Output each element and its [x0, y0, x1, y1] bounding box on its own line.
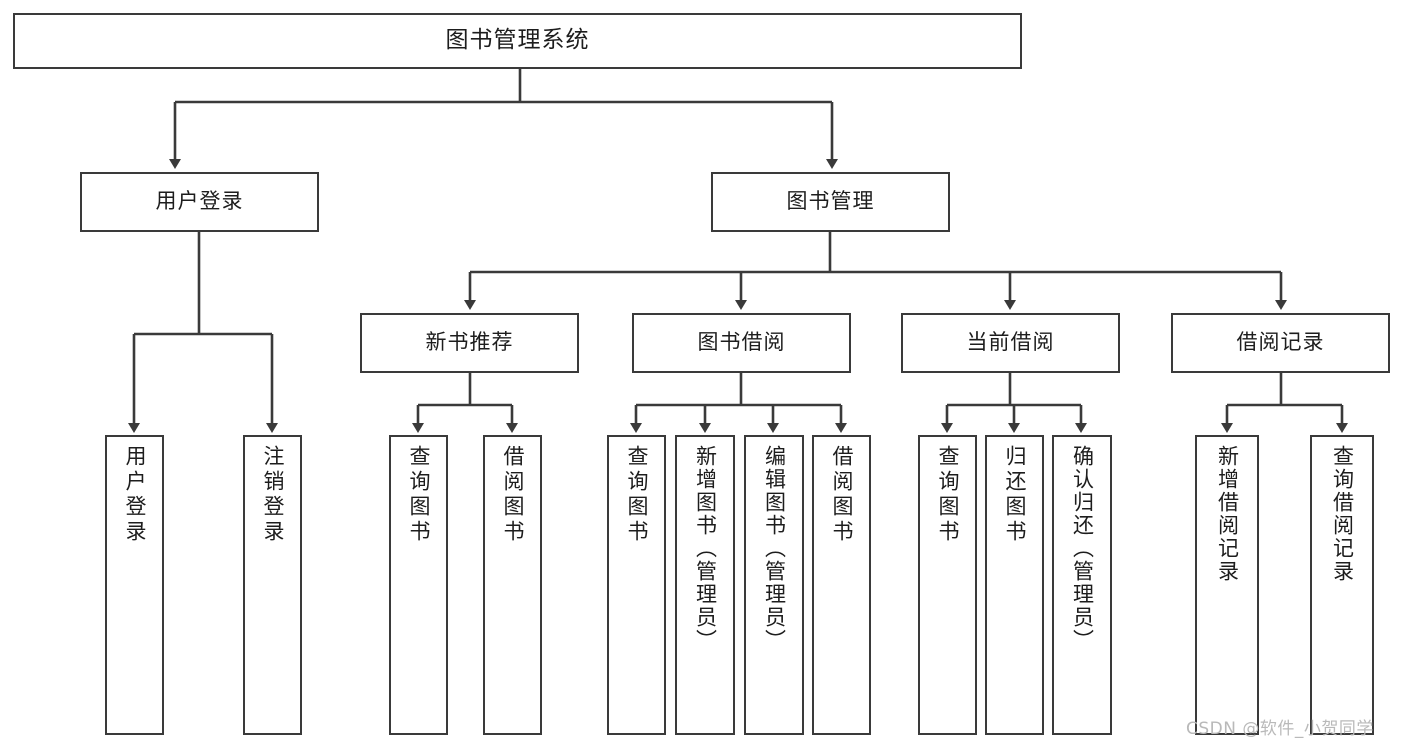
- leaf-newbooks-query-book[interactable]: 查询图书: [389, 435, 448, 735]
- node-label: 查询图书: [625, 445, 649, 545]
- node-label: 新增图书（管理员）: [693, 445, 718, 652]
- node-label: 新增借阅记录: [1215, 445, 1240, 583]
- leaf-login-user-login[interactable]: 用户登录: [105, 435, 164, 735]
- leaf-current-query-book[interactable]: 查询图书: [918, 435, 977, 735]
- node-current-borrowing[interactable]: 当前借阅: [901, 313, 1120, 373]
- node-label: 借阅记录: [1236, 330, 1325, 355]
- leaf-borrow-edit-book-admin[interactable]: 编辑图书（管理员）: [744, 435, 804, 735]
- node-label: 查询图书: [936, 445, 960, 545]
- node-label: 图书借阅: [697, 330, 786, 355]
- node-label: 借阅图书: [501, 445, 525, 545]
- leaf-borrow-borrow-book[interactable]: 借阅图书: [812, 435, 871, 735]
- leaf-current-confirm-return-admin[interactable]: 确认归还（管理员）: [1052, 435, 1112, 735]
- leaf-records-query-record[interactable]: 查询借阅记录: [1310, 435, 1374, 735]
- node-label: 图书管理系统: [445, 27, 590, 54]
- node-label: 查询图书: [407, 445, 431, 545]
- node-label: 确认归还（管理员）: [1070, 445, 1095, 652]
- leaf-records-add-record[interactable]: 新增借阅记录: [1195, 435, 1259, 735]
- node-label: 用户登录: [123, 445, 147, 545]
- node-label: 注销登录: [261, 445, 285, 545]
- node-book-borrowing[interactable]: 图书借阅: [632, 313, 851, 373]
- node-book-management[interactable]: 图书管理: [711, 172, 950, 232]
- leaf-login-logout[interactable]: 注销登录: [243, 435, 302, 735]
- node-label: 新书推荐: [425, 330, 514, 355]
- node-label: 编辑图书（管理员）: [762, 445, 787, 652]
- node-label: 用户登录: [155, 189, 244, 214]
- leaf-newbooks-borrow-book[interactable]: 借阅图书: [483, 435, 542, 735]
- leaf-borrow-query-book[interactable]: 查询图书: [607, 435, 666, 735]
- node-user-login[interactable]: 用户登录: [80, 172, 319, 232]
- leaf-borrow-add-book-admin[interactable]: 新增图书（管理员）: [675, 435, 735, 735]
- node-label: 图书管理: [786, 189, 875, 214]
- leaf-current-return-book[interactable]: 归还图书: [985, 435, 1044, 735]
- node-label: 查询借阅记录: [1330, 445, 1355, 583]
- node-label: 归还图书: [1003, 445, 1027, 545]
- node-root-system[interactable]: 图书管理系统: [13, 13, 1022, 69]
- node-label: 当前借阅: [966, 330, 1055, 355]
- watermark: CSDN @软件_小贺同学: [1186, 719, 1374, 739]
- node-new-book-recommendation[interactable]: 新书推荐: [360, 313, 579, 373]
- node-label: 借阅图书: [830, 445, 854, 545]
- node-borrowing-records[interactable]: 借阅记录: [1171, 313, 1390, 373]
